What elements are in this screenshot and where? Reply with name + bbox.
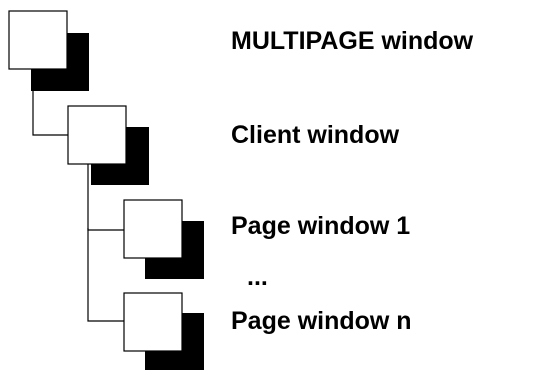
node-page-window-n — [123, 292, 204, 370]
connector-client-to-page-n — [87, 228, 124, 322]
label-client-window: Client window — [231, 121, 400, 149]
label-page-window-n: Page window n — [231, 307, 412, 335]
window-box-icon — [123, 199, 183, 259]
label-multipage-window: MULTIPAGE window — [231, 27, 474, 55]
node-multipage-window — [8, 10, 89, 91]
node-client-window — [67, 105, 149, 185]
window-box-icon — [8, 10, 68, 70]
node-page-window-1 — [123, 199, 204, 279]
label-page-window-1: Page window 1 — [231, 212, 411, 240]
ellipsis-label: ... — [247, 263, 268, 291]
window-box-icon — [123, 292, 183, 352]
window-box-icon — [67, 105, 127, 165]
